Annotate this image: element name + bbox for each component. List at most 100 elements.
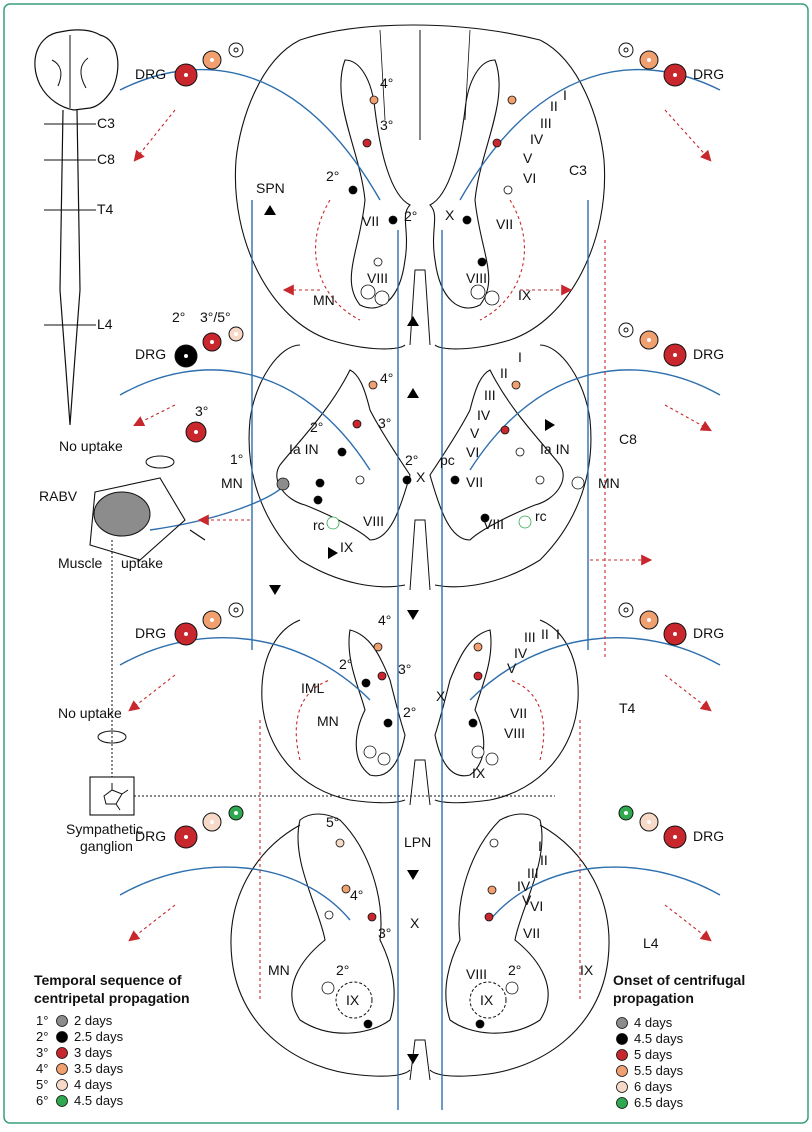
l4-lamina-vi: VI (530, 898, 543, 914)
legend-right-label: 4.5 days (634, 1031, 684, 1046)
c8-lamina-ix: IX (340, 539, 354, 555)
c8-lamina-i: I (518, 349, 522, 365)
l4-lpn-label: LPN (404, 834, 431, 850)
c3-spn-label: SPN (256, 180, 285, 196)
ganglion-label-2: ganglion (80, 838, 133, 854)
legend-right-label: 5 days (634, 1047, 673, 1062)
c3-lamina-vii-right: VII (496, 216, 513, 232)
c3-drg-right: DRG (693, 66, 724, 82)
l4-lamina-ix-r2: IX (480, 992, 494, 1008)
muscle-rabv-region (94, 492, 150, 536)
l4-gray-right (446, 814, 548, 1033)
c3-gray-right (430, 60, 499, 308)
c8-ia-in-left: Ia IN (289, 441, 319, 457)
ganglion-label-1: Sympathetic (66, 821, 143, 837)
c3-lamina-viii-right: VIII (466, 270, 487, 286)
t4-order-3: 3° (398, 661, 411, 677)
c8-lamina-iii: III (484, 387, 496, 403)
c8-lamina-x: X (416, 469, 426, 485)
l4-outline (231, 825, 609, 1076)
brain-fold (52, 35, 88, 108)
c8-rc-right: rc (535, 508, 547, 524)
t4-lamina-v: V (507, 660, 517, 676)
c8-order-35-top: 3°/5° (200, 309, 231, 325)
c8-drg-left: DRG (135, 346, 166, 362)
rabv-label: RABV (39, 488, 78, 504)
uptake-label: uptake (121, 555, 163, 571)
c3-lamina-iii: III (540, 115, 552, 131)
legend-right-label: 6.5 days (634, 1095, 684, 1110)
c8-mn-left: MN (221, 475, 243, 491)
legend-right-title-2: propagation (613, 990, 694, 1006)
t4-lamina-ix: IX (472, 765, 486, 781)
c3-order-2: 2° (404, 208, 417, 224)
c8-drg-right: DRG (693, 346, 724, 362)
no-uptake-top-label: No uptake (59, 438, 123, 454)
t4-mn-label: MN (317, 713, 339, 729)
l4-lamina-vii: VII (523, 925, 540, 941)
t4-lamina-viii: VIII (504, 725, 525, 741)
legend-left-label: 2 days (74, 1013, 113, 1028)
l4-order-4: 4° (350, 887, 363, 903)
legend-left: Temporal sequence of centripetal propaga… (34, 972, 190, 1108)
c3-lamina-v: V (523, 150, 533, 166)
c8-order-1: 1° (230, 451, 243, 467)
t4-lamina-ii: II (541, 626, 549, 642)
cord-level-l4: L4 (97, 316, 113, 332)
legend-left-order: 2° (36, 1029, 48, 1044)
cord-level-c3: C3 (97, 115, 115, 131)
c3-lamina-vii-left: VII (362, 213, 379, 229)
t4-gray-left (349, 630, 405, 776)
legend-right-label: 6 days (634, 1079, 673, 1094)
c8-order-3-drg: 3° (195, 403, 208, 419)
l4-lamina-ix-left: IX (346, 992, 360, 1008)
t4-lamina-iv: IV (514, 645, 528, 661)
no-uptake-bottom-label: No uptake (58, 705, 122, 721)
l4-gray-left (292, 814, 394, 1033)
legend-left-swatch (57, 1064, 68, 1075)
legend-left-label: 4 days (74, 1077, 113, 1092)
c8-lamina-viii-right: VIII (483, 516, 504, 532)
t4-order-2-center: 2° (403, 704, 416, 720)
legend-right-swatch (617, 1050, 628, 1061)
l4-lamina-x: X (410, 915, 420, 931)
c3-lamina-vi: VI (523, 170, 536, 186)
legend-left-swatch (57, 1096, 68, 1107)
t4-drg-right: DRG (693, 625, 724, 641)
legend-right-swatch (617, 1018, 628, 1029)
l4-level-right: L4 (643, 935, 659, 951)
section-l4 (231, 814, 609, 1080)
t4-level-right: T4 (619, 700, 636, 716)
c8-lamina-vii: VII (466, 474, 483, 490)
legend-left-order: 1° (36, 1013, 48, 1028)
t4-order-4: 4° (378, 612, 391, 628)
c8-outline (249, 345, 591, 587)
c3-lamina-x: X (445, 207, 455, 223)
l4-lamina-ix-right: IX (580, 962, 594, 978)
c3-level-right: C3 (569, 162, 587, 178)
c3-order-2-left: 2° (326, 168, 339, 184)
legend-left-order: 6° (36, 1093, 48, 1108)
cord-outline (60, 110, 80, 425)
legend-left-order: 4° (36, 1061, 48, 1076)
legend-right-swatch (617, 1082, 628, 1093)
c3-lamina-viii-left: VIII (367, 270, 388, 286)
c8-lamina-iv: IV (477, 407, 491, 423)
l4-order-2-right: 2° (508, 962, 521, 978)
c3-drg-left: DRG (135, 66, 166, 82)
direction-arrows (264, 205, 555, 1064)
legend-left-title-1: Temporal sequence of (34, 972, 182, 988)
legend-left-swatch (57, 1016, 68, 1027)
t4-lamina-iii: III (524, 629, 536, 645)
legend-right-swatch (617, 1098, 628, 1109)
neuron-markers (277, 96, 584, 1028)
l4-mn-label: MN (268, 962, 290, 978)
t4-iml-label: IML (301, 680, 325, 696)
l4-order-5: 5° (326, 814, 339, 830)
c8-order-2-center: 2° (405, 452, 418, 468)
c3-lamina-iv: IV (530, 131, 544, 147)
legend-left-label: 3 days (74, 1045, 113, 1060)
c3-lamina-ix: IX (518, 287, 532, 303)
